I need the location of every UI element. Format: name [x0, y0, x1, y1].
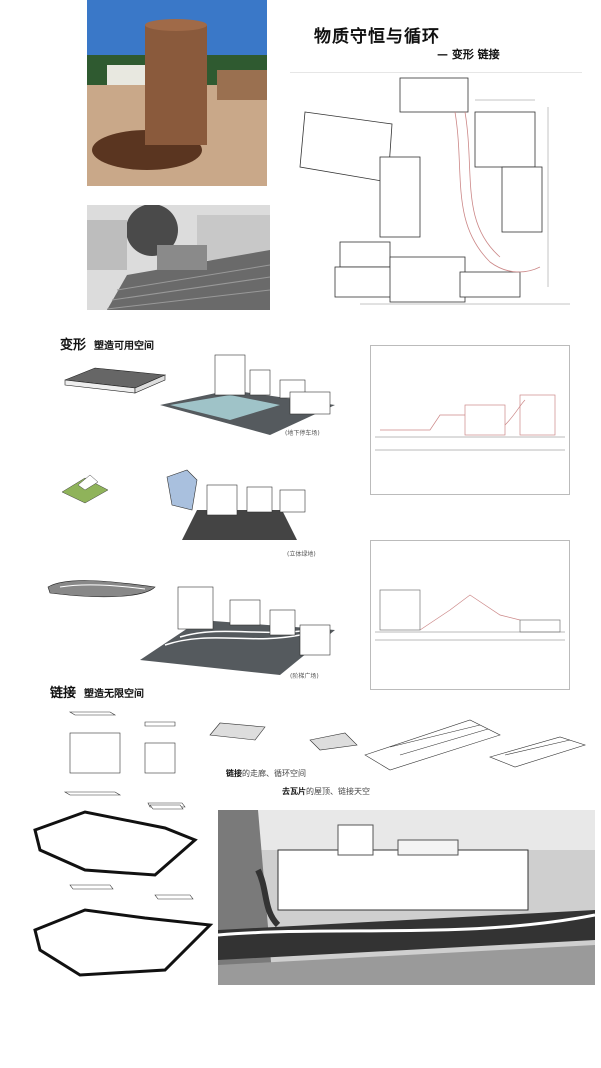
site-plan-drawing — [290, 72, 582, 305]
link-heading-text: 链接 — [50, 686, 77, 701]
section-link-heading: 链接塑造无限空间 — [50, 682, 144, 701]
link-note-2: 去瓦片的屋顶、链接天空 — [282, 786, 370, 797]
note-2-text: 的屋顶、链接天空 — [306, 787, 370, 796]
note-1-text: 的走廊、循环空间 — [242, 769, 306, 778]
caption-3d-green: (立体绿地) — [287, 551, 316, 558]
photo-brick-tower — [87, 0, 267, 186]
roof-frame-perspectives — [364, 719, 586, 771]
model-underground-parking — [160, 354, 335, 435]
model-green-terrace — [61, 474, 109, 504]
note-2-bold: 去瓦片 — [282, 787, 306, 796]
roof-pieces — [209, 722, 358, 751]
loop-frame-diagrams — [33, 804, 214, 977]
caption-underground-parking: (地下停车场) — [285, 430, 320, 437]
page-subtitle: — 变形 链接 — [437, 48, 500, 61]
model-stepped-plaza — [140, 586, 335, 675]
section-elevation-2 — [370, 540, 570, 690]
section-transform-heading: 变形塑造可用空间 — [60, 334, 154, 353]
link-components — [63, 711, 186, 808]
section-elevation-1 — [370, 345, 570, 495]
transform-subheading-text: 塑造可用空间 — [94, 341, 155, 352]
link-subheading-text: 塑造无限空间 — [84, 689, 145, 700]
caption-stepped-plaza: (阶梯广场) — [290, 673, 319, 680]
rendered-section-perspective — [218, 810, 595, 985]
photo-village-roofs — [87, 205, 270, 310]
transform-heading-text: 变形 — [60, 338, 87, 353]
note-1-bold: 链接 — [226, 769, 242, 778]
page-title: 物质守恒与循环 — [314, 27, 440, 47]
model-flat-slab — [64, 367, 167, 394]
model-3d-green — [166, 469, 306, 540]
model-stair-surface — [47, 580, 156, 598]
link-note-1: 链接的走廊、循环空间 — [226, 768, 306, 779]
